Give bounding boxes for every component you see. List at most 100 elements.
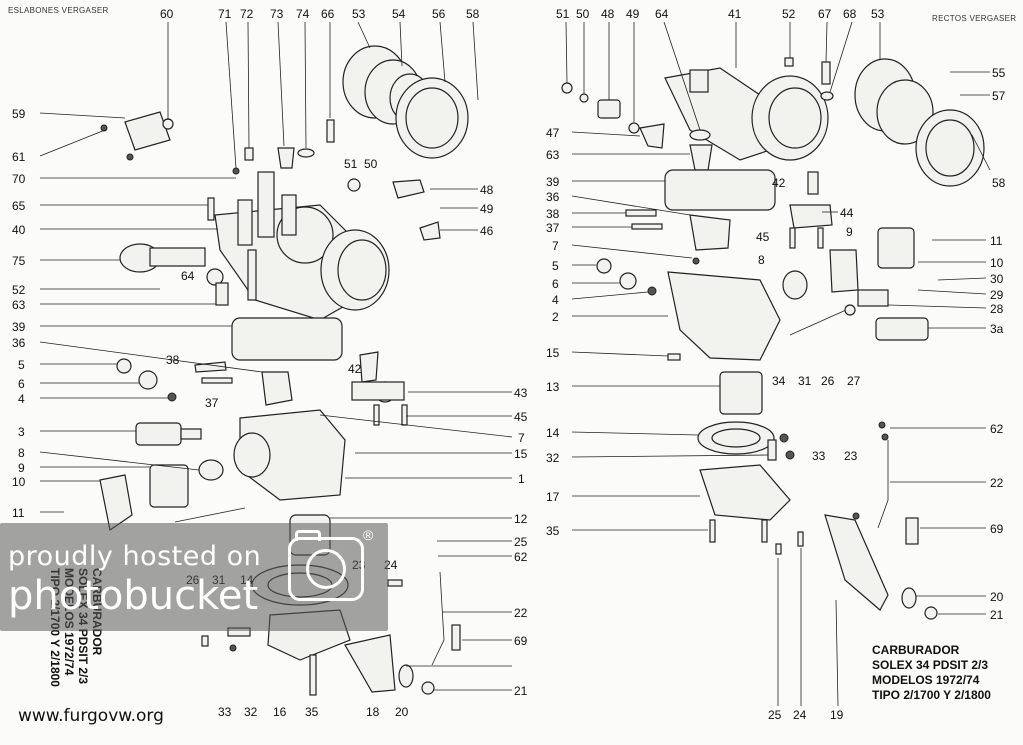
callout-7-r: 7: [552, 239, 559, 253]
callout-10-r: 10: [990, 256, 1004, 270]
callout-70: 70: [12, 172, 26, 186]
callout-22-r: 22: [990, 476, 1004, 490]
callout-39-r: 39: [546, 175, 560, 189]
callout-40: 40: [12, 223, 26, 237]
callout-38: 38: [166, 353, 180, 367]
callout-1: 1: [518, 472, 525, 486]
callout-66: 66: [321, 7, 335, 21]
callout-31-r: 31: [798, 374, 812, 388]
left-upper-body-part: [214, 171, 390, 321]
callout-47-r: 47: [546, 126, 560, 140]
callout-29-r: 29: [990, 288, 1004, 302]
callout-42-r: 42: [772, 176, 786, 190]
callout-58-r: 58: [992, 176, 1006, 190]
callout-65: 65: [12, 199, 26, 213]
callout-72: 72: [240, 7, 254, 21]
callout-16: 16: [273, 705, 287, 719]
callout-62: 62: [514, 550, 528, 564]
callout-74: 74: [296, 7, 310, 21]
callout-15-r: 15: [546, 346, 560, 360]
callout-33: 33: [218, 705, 232, 719]
callout-5: 5: [18, 358, 25, 372]
callout-9: 9: [18, 461, 25, 475]
callout-23-r: 23: [844, 449, 858, 463]
left-small-parts: [99, 111, 441, 532]
callout-51-r: 51: [556, 7, 570, 21]
right-header: RECTOS VERGASER: [932, 14, 1017, 23]
callout-25: 25: [514, 535, 528, 549]
callout-6-r: 6: [552, 277, 559, 291]
callout-4-r: 4: [552, 293, 559, 307]
right-choke-housing-part: [854, 58, 985, 187]
callout-44-r: 44: [840, 206, 854, 220]
callout-8-r: 8: [758, 253, 765, 267]
callout-63-r: 63: [546, 148, 560, 162]
callout-11: 11: [12, 506, 25, 520]
callout-20-r: 20: [990, 590, 1004, 604]
right-upper-body-part: [664, 67, 829, 161]
callout-2-r: 2: [552, 310, 559, 324]
callout-43: 43: [514, 386, 528, 400]
callout-10: 10: [12, 475, 26, 489]
right-title-line-3: MODELOS 1972/74: [872, 673, 980, 687]
left-choke-housing-part: [342, 45, 469, 159]
callout-6: 6: [18, 377, 25, 391]
right-title: CARBURADOR SOLEX 34 PDSIT 2/3 MODELOS 19…: [872, 643, 991, 703]
callout-30-r: 30: [990, 272, 1004, 286]
right-callout-numbers: 51 50 48 49 64 41 52 67 68 53 47 63 39 3…: [546, 7, 1006, 722]
callout-50: 50: [364, 157, 378, 171]
callout-42: 42: [348, 362, 362, 376]
callout-45: 45: [514, 410, 528, 424]
callout-8: 8: [18, 446, 25, 460]
callout-20: 20: [395, 705, 409, 719]
camera-icon: [288, 530, 364, 601]
right-title-line-2: SOLEX 34 PDSIT 2/3: [872, 658, 989, 672]
callout-55-r: 55: [992, 66, 1006, 80]
callout-32-r: 32: [546, 451, 560, 465]
callout-62-r: 62: [990, 422, 1004, 436]
callout-34-r: 34: [772, 374, 786, 388]
callout-68-r: 68: [843, 7, 857, 21]
callout-37-r: 37: [546, 221, 560, 235]
callout-5-r: 5: [552, 259, 559, 273]
callout-7: 7: [518, 431, 525, 445]
callout-36-r: 36: [546, 190, 560, 204]
callout-21-r: 21: [990, 608, 1004, 622]
callout-56: 56: [432, 7, 446, 21]
callout-21: 21: [514, 684, 528, 698]
callout-64: 64: [181, 269, 195, 283]
callout-54: 54: [392, 7, 406, 21]
watermark-line-1: proudly hosted on: [8, 541, 262, 572]
callout-35-r: 35: [546, 524, 560, 538]
callout-63: 63: [12, 298, 26, 312]
left-header: ESLABONES VERGASER: [8, 6, 109, 15]
callout-12: 12: [514, 512, 528, 526]
callout-58: 58: [466, 7, 480, 21]
callout-69: 69: [514, 634, 528, 648]
callout-3a-r: 3a: [990, 322, 1004, 336]
callout-73: 73: [270, 7, 284, 21]
callout-61: 61: [12, 150, 26, 164]
callout-69-r: 69: [990, 522, 1004, 536]
callout-46: 46: [480, 224, 494, 238]
photobucket-watermark: proudly hosted on photobucket ®: [0, 523, 388, 631]
callout-32: 32: [244, 705, 258, 719]
right-title-line-4: TIPO 2/1700 Y 2/1800: [872, 688, 991, 702]
callout-75: 75: [12, 254, 26, 268]
right-leader-lines: [565, 21, 991, 707]
callout-64-r: 64: [655, 7, 669, 21]
callout-57-r: 57: [992, 89, 1006, 103]
callout-53: 53: [352, 7, 366, 21]
callout-33-r: 33: [812, 449, 826, 463]
callout-27-r: 27: [847, 374, 861, 388]
callout-45-r: 45: [756, 230, 770, 244]
callout-9-r: 9: [846, 225, 853, 239]
website-url[interactable]: www.furgovw.org: [18, 706, 164, 726]
registered-mark: ®: [363, 527, 374, 543]
callout-22: 22: [514, 606, 528, 620]
callout-15: 15: [514, 447, 528, 461]
callout-36: 36: [12, 336, 26, 350]
callout-38-r: 38: [546, 207, 560, 221]
